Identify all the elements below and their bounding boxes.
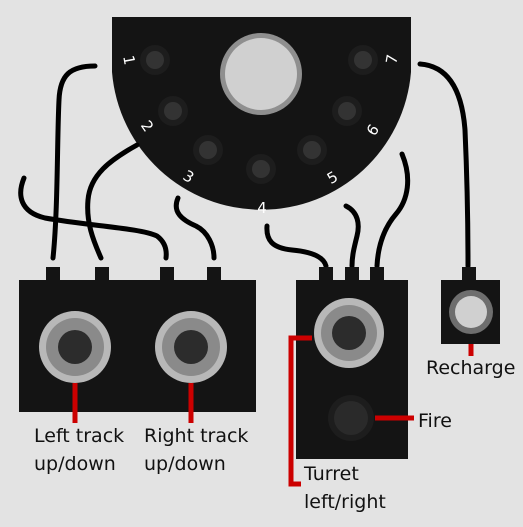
socket-1 <box>146 51 164 69</box>
wire-socket-5 <box>343 203 361 269</box>
turret-jack <box>332 316 366 350</box>
socket-number-1: 1 <box>119 54 138 67</box>
connector-pins <box>46 267 476 281</box>
socket-4 <box>252 160 270 178</box>
right-track-label-line1: Right track <box>144 425 248 447</box>
pin-right-2 <box>207 267 221 281</box>
left-jack <box>58 330 92 364</box>
center-lens <box>225 38 297 110</box>
socket-3 <box>199 141 217 159</box>
wire-socket-6 <box>374 151 411 269</box>
right-track-label-line2: up/down <box>144 453 226 475</box>
wires <box>18 61 471 269</box>
fire-label: Fire <box>418 410 452 432</box>
wire-cross <box>18 175 169 261</box>
controller-sockets <box>140 45 378 184</box>
fire-button <box>334 401 368 435</box>
left-track-label-line2: up/down <box>34 453 116 475</box>
socket-number-7: 7 <box>382 53 401 66</box>
wire-socket-2 <box>85 142 140 261</box>
recharge-button <box>455 296 487 328</box>
pointers <box>72 335 474 487</box>
wire-socket-7 <box>417 61 471 269</box>
recharge-label: Recharge <box>426 357 515 379</box>
pin-left-2 <box>95 267 109 281</box>
turret-label-line2: left/right <box>304 491 386 513</box>
turret-label-line1: Turret <box>303 463 359 485</box>
wire-socket-3 <box>173 195 217 261</box>
socket-2 <box>164 102 182 120</box>
left-track-label-line1: Left track <box>34 425 124 447</box>
socket-5 <box>303 141 321 159</box>
right-jack <box>174 330 208 364</box>
pin-turret-3 <box>370 267 384 281</box>
socket-7 <box>354 51 372 69</box>
socket-number-4: 4 <box>257 199 267 217</box>
pin-left-1 <box>46 267 60 281</box>
wire-socket-4 <box>264 223 329 269</box>
turret-pointer <box>288 335 312 487</box>
pin-recharge <box>462 267 476 281</box>
pin-turret-2 <box>345 267 359 281</box>
socket-6 <box>338 102 356 120</box>
pin-turret-1 <box>319 267 333 281</box>
pin-right-1 <box>160 267 174 281</box>
